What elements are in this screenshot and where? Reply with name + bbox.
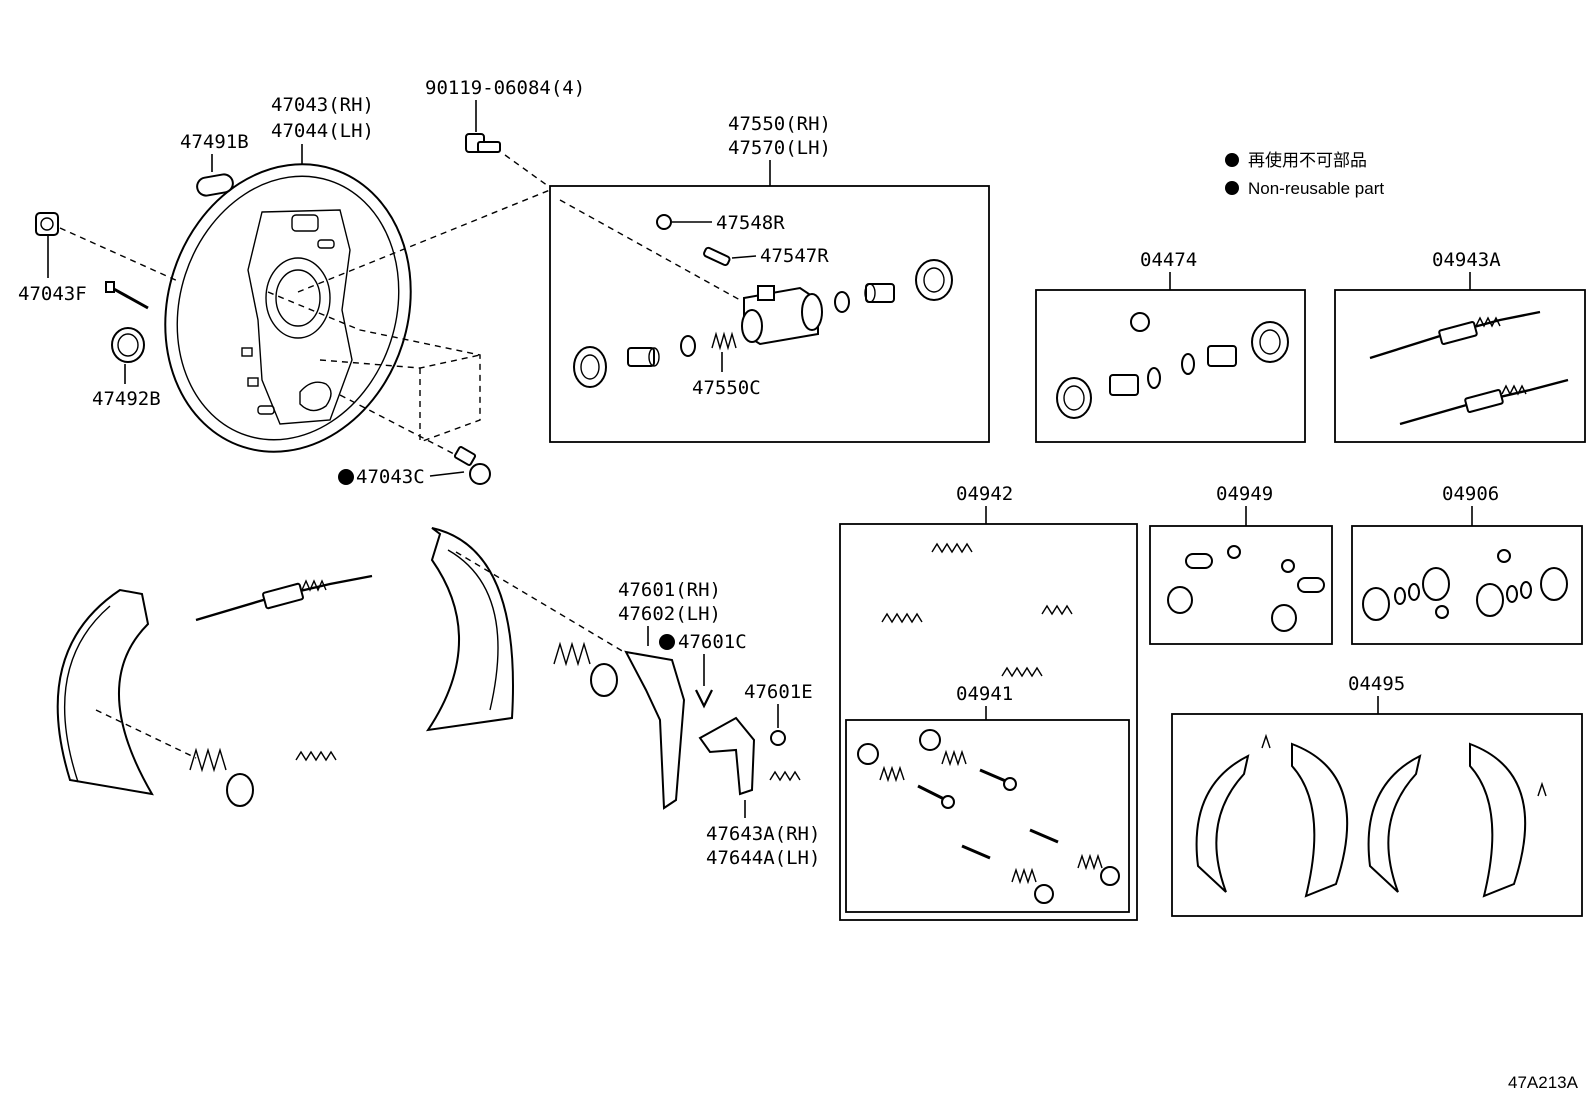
shoe-4 [1469,742,1527,898]
spring-2 [881,612,923,624]
retainer-left [226,773,254,807]
legend-en-text: Non-reusable part [1248,179,1384,198]
cylinder-body [741,285,823,346]
legend: 再使用不可部品 Non-reusable part [1225,150,1384,198]
label-47043-rh: 47043(RH) [271,94,374,116]
retainer-right [590,663,618,697]
adjuster-upper [1369,310,1541,360]
legend-jp-text: 再使用不可部品 [1248,150,1367,170]
parking-lever [624,650,686,810]
label-47550c: 47550C [692,377,761,399]
bleeder-plug-47547r [703,246,731,267]
hold-down-pin [105,281,149,310]
label-47043c: 47043C [356,466,425,488]
spring-lower-left [295,750,337,762]
nut-47043f [35,212,59,236]
legend-bullet-en [1225,181,1239,195]
brake-shoe-left [56,588,154,796]
diagram-code: 47A213A [1508,1073,1579,1092]
piston-left [627,347,660,367]
boot-right [915,259,953,301]
label-47643a-rh: 47643A(RH) [706,823,820,845]
bolt-47043c [453,446,491,485]
label-04949: 04949 [1216,483,1273,505]
spring-3 [1041,604,1073,616]
label-47644a-lh: 47644A(LH) [706,847,820,869]
box-04906 [1351,525,1583,645]
kit-04949: 04949 [1149,483,1333,645]
label-04942: 04942 [956,483,1013,505]
label-90119: 90119-06084(4) [425,77,585,99]
hold-spring-right [553,641,591,667]
cap-47492b [111,327,145,363]
label-47601c: 47601C [678,631,747,653]
kit-04943a: 04943A [1334,249,1586,443]
shoe-3 [1367,754,1422,893]
lower-brake-assembly: 47601(RH) 47602(LH) 47601C 47601E 47643A… [56,527,820,869]
label-04906: 04906 [1442,483,1499,505]
piston-right [864,283,895,303]
brake-shoe-right [425,527,514,732]
label-47548r: 47548R [716,212,785,234]
spring-4 [1001,666,1043,678]
box-04941 [845,719,1130,913]
label-47570-lh: 47570(LH) [728,137,831,159]
box-04943a [1334,289,1586,443]
kit-04941: 04941 [845,683,1130,913]
shoe-1 [1195,754,1250,893]
clip-47601e [770,730,786,746]
kit-04942: 04942 [839,483,1138,921]
label-47043f: 47043F [18,283,87,305]
non-reusable-dot-47601c [659,634,675,650]
label-47044-lh: 47044(LH) [271,120,374,142]
kit-04495: 04495 [1171,673,1583,917]
cup-right [834,291,850,313]
kit-04906: 04906 [1351,483,1583,645]
label-47491b: 47491B [180,131,249,153]
label-04495: 04495 [1348,673,1405,695]
hold-spring-left [189,747,227,773]
label-47602-lh: 47602(LH) [618,603,721,625]
label-47547r: 47547R [760,245,829,267]
backing-plate-group: 90119-06084(4) 47043(RH) 47044(LH) 47491… [18,77,585,488]
label-04474: 04474 [1140,249,1197,271]
strut-spring [769,770,801,782]
label-04941: 04941 [956,683,1013,705]
adjuster-lower-left [195,574,373,622]
wheel-cylinder-box [549,185,990,443]
shoe-2 [1291,742,1349,898]
c-washer-47601c [695,689,713,709]
non-reusable-dot-47043c [338,469,354,485]
label-04943a: 04943A [1432,249,1501,271]
backing-plate [164,163,412,453]
plug-47491b [196,173,234,197]
strut-47643a [698,716,756,796]
bleeder-cap-47548r [656,214,672,230]
box-04949 [1149,525,1333,645]
label-47601-rh: 47601(RH) [618,579,721,601]
spring-1 [931,542,973,554]
adjuster-lower [1399,378,1569,426]
cup-left [680,335,696,357]
bolt-90119 [465,133,501,153]
boot-left [573,346,607,388]
legend-bullet-jp [1225,153,1239,167]
kit-04474: 04474 [1035,249,1306,443]
label-47492b: 47492B [92,388,161,410]
box-04495 [1171,713,1583,917]
box-04942 [839,523,1138,921]
label-47601e: 47601E [744,681,813,703]
box-04474 [1035,289,1306,443]
wheel-cylinder-group: 47550(RH) 47570(LH) 47548R 47547R [549,113,990,443]
spring-47550c [711,331,737,351]
label-47550-rh: 47550(RH) [728,113,831,135]
